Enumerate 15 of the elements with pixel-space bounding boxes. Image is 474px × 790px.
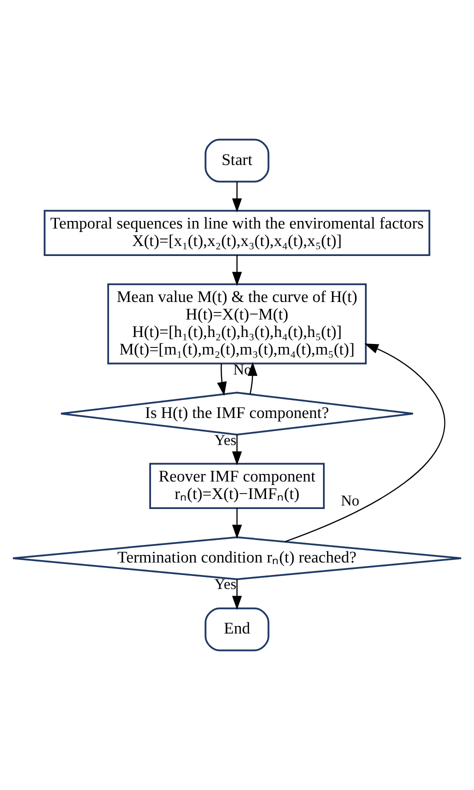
arrow <box>232 508 242 539</box>
node-box: Temporal sequences in line with the enviromental factors X(t)=[x₁(t),x₂(t),x₃(t),x₄(t),x₅(t)] <box>44 210 430 256</box>
arrow <box>217 364 227 396</box>
arrow <box>232 182 242 212</box>
edge-label: No <box>340 492 360 510</box>
arrow <box>232 579 242 610</box>
arrow <box>284 344 445 542</box>
node-box: Mean value M(t) & the curve of H(t) H(t)=X(t)−M(t) H(t)=[h₁(t),h₂(t),h₃(t),h₄(t),h₅(t)] M(t)=[m₁(t),m₂(t),m₃(t),m₄(t),m₅(t)] <box>107 283 367 364</box>
arrow <box>232 434 242 466</box>
arrow <box>232 255 242 286</box>
node-box: End <box>204 608 270 652</box>
node-diamond: Termination condition rₙ(t) reached? <box>12 536 462 580</box>
node-diamond: Is H(t) the IMF component? <box>60 392 414 436</box>
node-box: Reover IMF component rₙ(t)=X(t)−IMFₙ(t) <box>149 462 325 509</box>
node-box: Start <box>204 138 270 182</box>
